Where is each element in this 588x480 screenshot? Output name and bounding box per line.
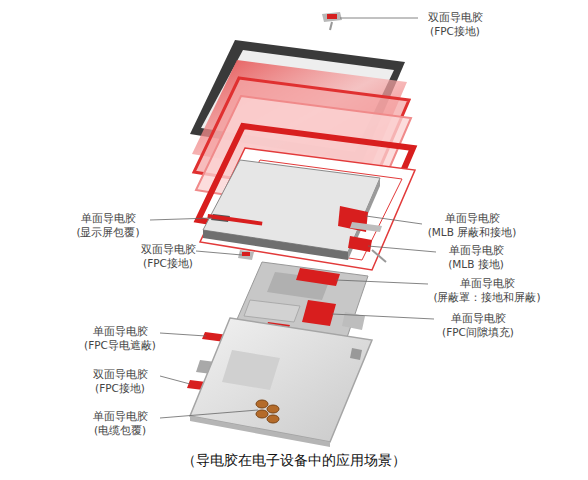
mlb-strip xyxy=(238,206,386,262)
callout-use: (MLB 屏蔽和接地) xyxy=(428,226,517,239)
caption: （导电胶在电子设备中的应用场景） xyxy=(182,452,406,470)
callout-use: (FPC导电遮蔽) xyxy=(84,339,156,352)
callout-name: 单面导电胶 xyxy=(460,277,515,290)
callout-name: 单面导电胶 xyxy=(93,325,148,338)
callout-name: 双面导电胶 xyxy=(141,243,196,256)
callout-use: (MLB 接地) xyxy=(448,258,504,271)
callout-use: (FPC接地) xyxy=(430,25,480,38)
callout-use: (屏蔽罩：接地和屏蔽) xyxy=(433,291,540,304)
callout-use: (FPC间隙填充) xyxy=(442,326,514,339)
callout-use: (显示屏包覆) xyxy=(76,226,139,239)
callout-use: (FPC接地) xyxy=(95,382,145,395)
callout-name: 单面导电胶 xyxy=(81,212,136,225)
callout-name: 单面导电胶 xyxy=(449,244,504,257)
display-module xyxy=(203,160,380,260)
back-housing xyxy=(190,318,372,447)
callout-name: 单面导电胶 xyxy=(451,312,506,325)
callout-use: (FPC接地) xyxy=(143,257,193,270)
touch-panel xyxy=(200,148,415,270)
leader-lines xyxy=(150,18,436,418)
callout-name: 单面导电胶 xyxy=(445,212,500,225)
callout-name: 双面导电胶 xyxy=(93,368,148,381)
fpc-part xyxy=(322,12,342,30)
callout-name: 双面导电胶 xyxy=(428,11,483,24)
callout-name: 单面导电胶 xyxy=(93,410,148,423)
callout-use: (电缆包覆) xyxy=(94,424,146,437)
